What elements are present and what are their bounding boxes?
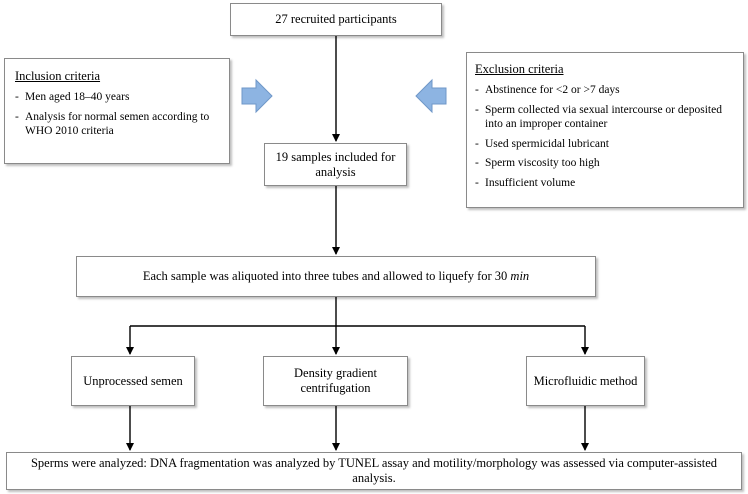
left-arrow-icon [415,78,447,114]
aliquot-description: Each sample was aliquoted into three tub… [142,269,508,283]
exclusion-item: Sperm collected via sexual intercourse o… [475,103,737,132]
exclusion-criteria-box: Exclusion criteria Abstinence for <2 or … [466,52,744,208]
method-label-density: Density gradient centrifugation [294,366,377,395]
exclusion-list: Abstinence for <2 or >7 days Sperm colle… [475,83,737,190]
exclusion-item: Abstinence for <2 or >7 days [475,83,737,98]
method-label-microfluidic: Microfluidic method [533,373,638,388]
exclusion-item: Used spermicidal lubricant [475,137,737,152]
method-label-unprocessed: Unprocessed semen [83,373,183,388]
exclusion-item: Insufficient volume [475,176,737,191]
exclusion-title: Exclusion criteria [475,62,564,76]
aliquot-text: Each sample was aliquoted into three tub… [143,269,529,284]
recruited-text: 27 recruited participants [275,12,397,26]
exclusion-item: Sperm viscosity too high [475,156,737,171]
recruited-box: 27 recruited participants [230,3,442,36]
method-box-microfluidic: Microfluidic method [526,356,645,406]
analysis-box: Sperms were analyzed: DNA fragmentation … [6,452,742,490]
method-box-density: Density gradient centrifugation [263,356,408,406]
analysis-text: Sperms were analyzed: DNA fragmentation … [30,456,718,485]
inclusion-criteria-box: Inclusion criteria Men aged 18–40 years … [4,58,230,164]
method-box-unprocessed: Unprocessed semen [71,356,195,406]
inclusion-list: Men aged 18–40 years Analysis for normal… [15,90,221,139]
aliquot-box: Each sample was aliquoted into three tub… [76,256,596,297]
inclusion-item: Men aged 18–40 years [15,90,221,105]
aliquot-unit: min [510,269,530,283]
inclusion-item: Analysis for normal semen according to W… [15,110,221,139]
inclusion-title: Inclusion criteria [15,69,101,83]
included-box: 19 samples included for analysis [264,143,407,186]
right-arrow-icon [241,78,273,114]
included-text: 19 samples included for analysis [275,149,396,179]
